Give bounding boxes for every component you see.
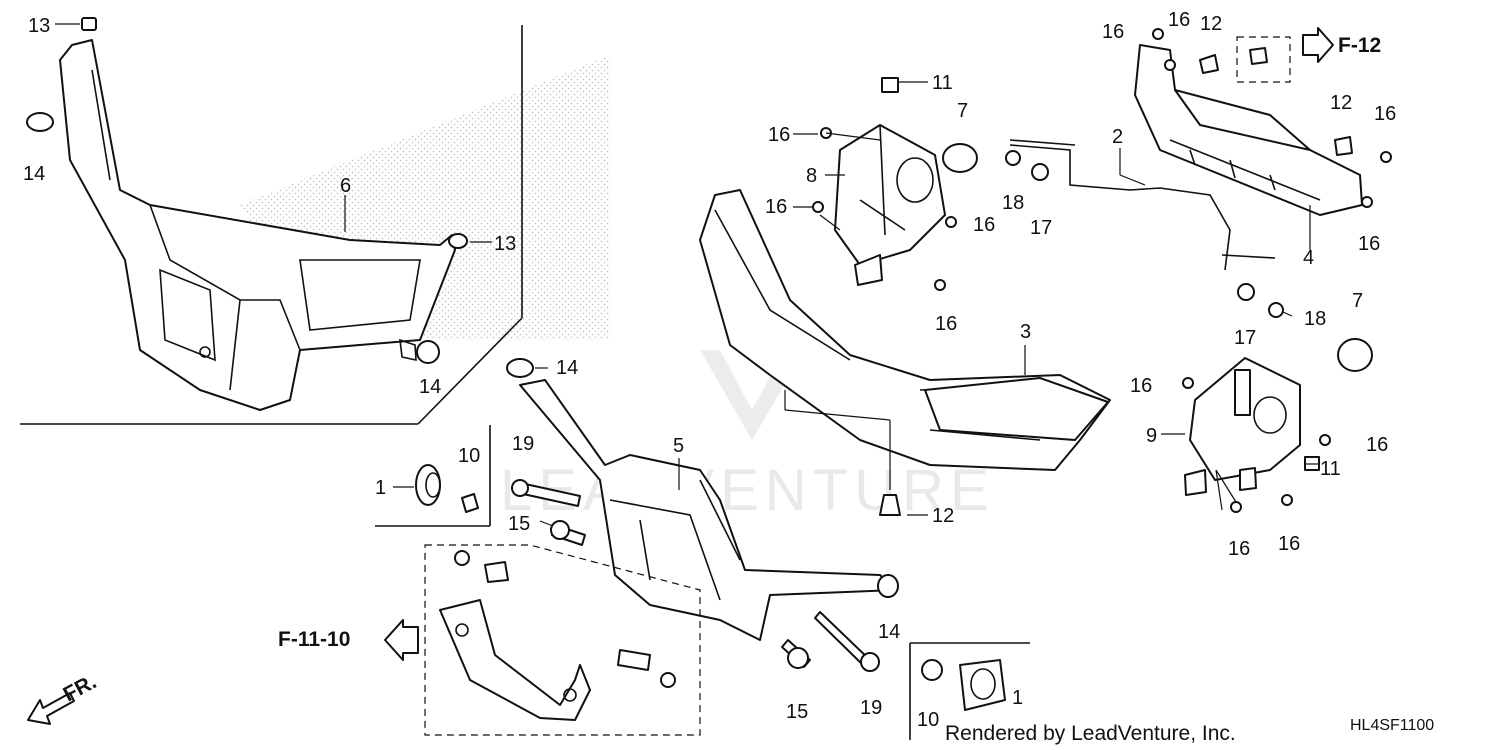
callout-10: 10 bbox=[458, 445, 480, 467]
detail-box-1-10-left bbox=[375, 425, 491, 527]
callout-8: 8 bbox=[806, 165, 817, 187]
callout-7: 7 bbox=[1352, 290, 1363, 312]
leader-lines bbox=[55, 23, 1318, 527]
diagram-code: HL4SF1100 bbox=[1350, 717, 1434, 734]
callout-17: 17 bbox=[1030, 217, 1052, 239]
callout-16: 16 bbox=[768, 124, 790, 146]
callout-16: 16 bbox=[1228, 538, 1250, 560]
callout-14: 14 bbox=[878, 621, 900, 643]
part-5-lower-bumper bbox=[519, 379, 899, 641]
callout-16: 16 bbox=[765, 196, 787, 218]
ref-arrow-f-12[interactable]: F-12 bbox=[1302, 27, 1381, 63]
part-6-bumper-guard bbox=[59, 39, 456, 411]
screws-16 bbox=[812, 28, 1392, 513]
callout-7: 7 bbox=[957, 100, 968, 122]
credit-text: Rendered by LeadVenture, Inc. bbox=[945, 722, 1236, 745]
part-4-grille bbox=[1134, 36, 1363, 216]
ref-f-12-label: F-12 bbox=[1338, 34, 1381, 57]
callout-16: 16 bbox=[1278, 533, 1300, 555]
callout-17: 17 bbox=[1234, 327, 1256, 349]
ref-f-11-10-label: F-11-10 bbox=[278, 628, 350, 651]
callout-13: 13 bbox=[494, 233, 516, 255]
callout-11: 11 bbox=[932, 72, 953, 94]
callout-16: 16 bbox=[1374, 103, 1396, 125]
dashed-bracket-box bbox=[424, 544, 701, 736]
callout-14: 14 bbox=[23, 163, 45, 185]
callout-18: 18 bbox=[1304, 308, 1326, 330]
part-8-headlight-bracket bbox=[834, 77, 978, 286]
callout-16: 16 bbox=[935, 313, 957, 335]
callout-16: 16 bbox=[1366, 434, 1388, 456]
callouts: 13 14 6 13 14 14 1 10 19 5 15 14 15 19 1… bbox=[23, 9, 1396, 731]
callout-18: 18 bbox=[1002, 192, 1024, 214]
watermark-text: LEADVENTURE bbox=[500, 458, 995, 523]
left-panel-frame bbox=[20, 25, 523, 425]
callout-12: 12 bbox=[932, 505, 954, 527]
bolts-part-5 bbox=[511, 479, 880, 672]
callout-11: 11 bbox=[1320, 458, 1341, 480]
callout-13: 13 bbox=[28, 15, 50, 37]
callout-19: 19 bbox=[512, 433, 534, 455]
callout-15: 15 bbox=[508, 513, 530, 535]
callout-19: 19 bbox=[860, 697, 882, 719]
callout-6: 6 bbox=[340, 175, 351, 197]
callout-4: 4 bbox=[1303, 247, 1314, 269]
part-2-harness bbox=[1005, 139, 1284, 318]
callout-12: 12 bbox=[1330, 92, 1352, 114]
callout-9: 9 bbox=[1146, 425, 1157, 447]
callout-16: 16 bbox=[973, 214, 995, 236]
detail-box-1-10-right bbox=[909, 642, 1030, 740]
ref-arrow-f-11-10[interactable]: F-11-10 bbox=[278, 619, 419, 661]
callout-16: 16 bbox=[1358, 233, 1380, 255]
front-direction-indicator: FR. bbox=[27, 670, 100, 725]
parts-left-small bbox=[26, 17, 534, 378]
callout-5: 5 bbox=[673, 435, 684, 457]
callout-10: 10 bbox=[917, 709, 939, 731]
callout-12: 12 bbox=[1200, 13, 1222, 35]
callout-15: 15 bbox=[786, 701, 808, 723]
callout-3: 3 bbox=[1020, 321, 1031, 343]
callout-16: 16 bbox=[1102, 21, 1124, 43]
callout-16: 16 bbox=[1168, 9, 1190, 31]
callout-2: 2 bbox=[1112, 126, 1123, 148]
callout-14: 14 bbox=[556, 357, 578, 379]
part-3-front-fascia bbox=[699, 189, 1111, 516]
callout-1: 1 bbox=[1012, 687, 1023, 709]
callout-1: 1 bbox=[375, 477, 386, 499]
callout-14: 14 bbox=[419, 376, 441, 398]
callout-16: 16 bbox=[1130, 375, 1152, 397]
part-9-headlight-bracket bbox=[1184, 338, 1373, 496]
